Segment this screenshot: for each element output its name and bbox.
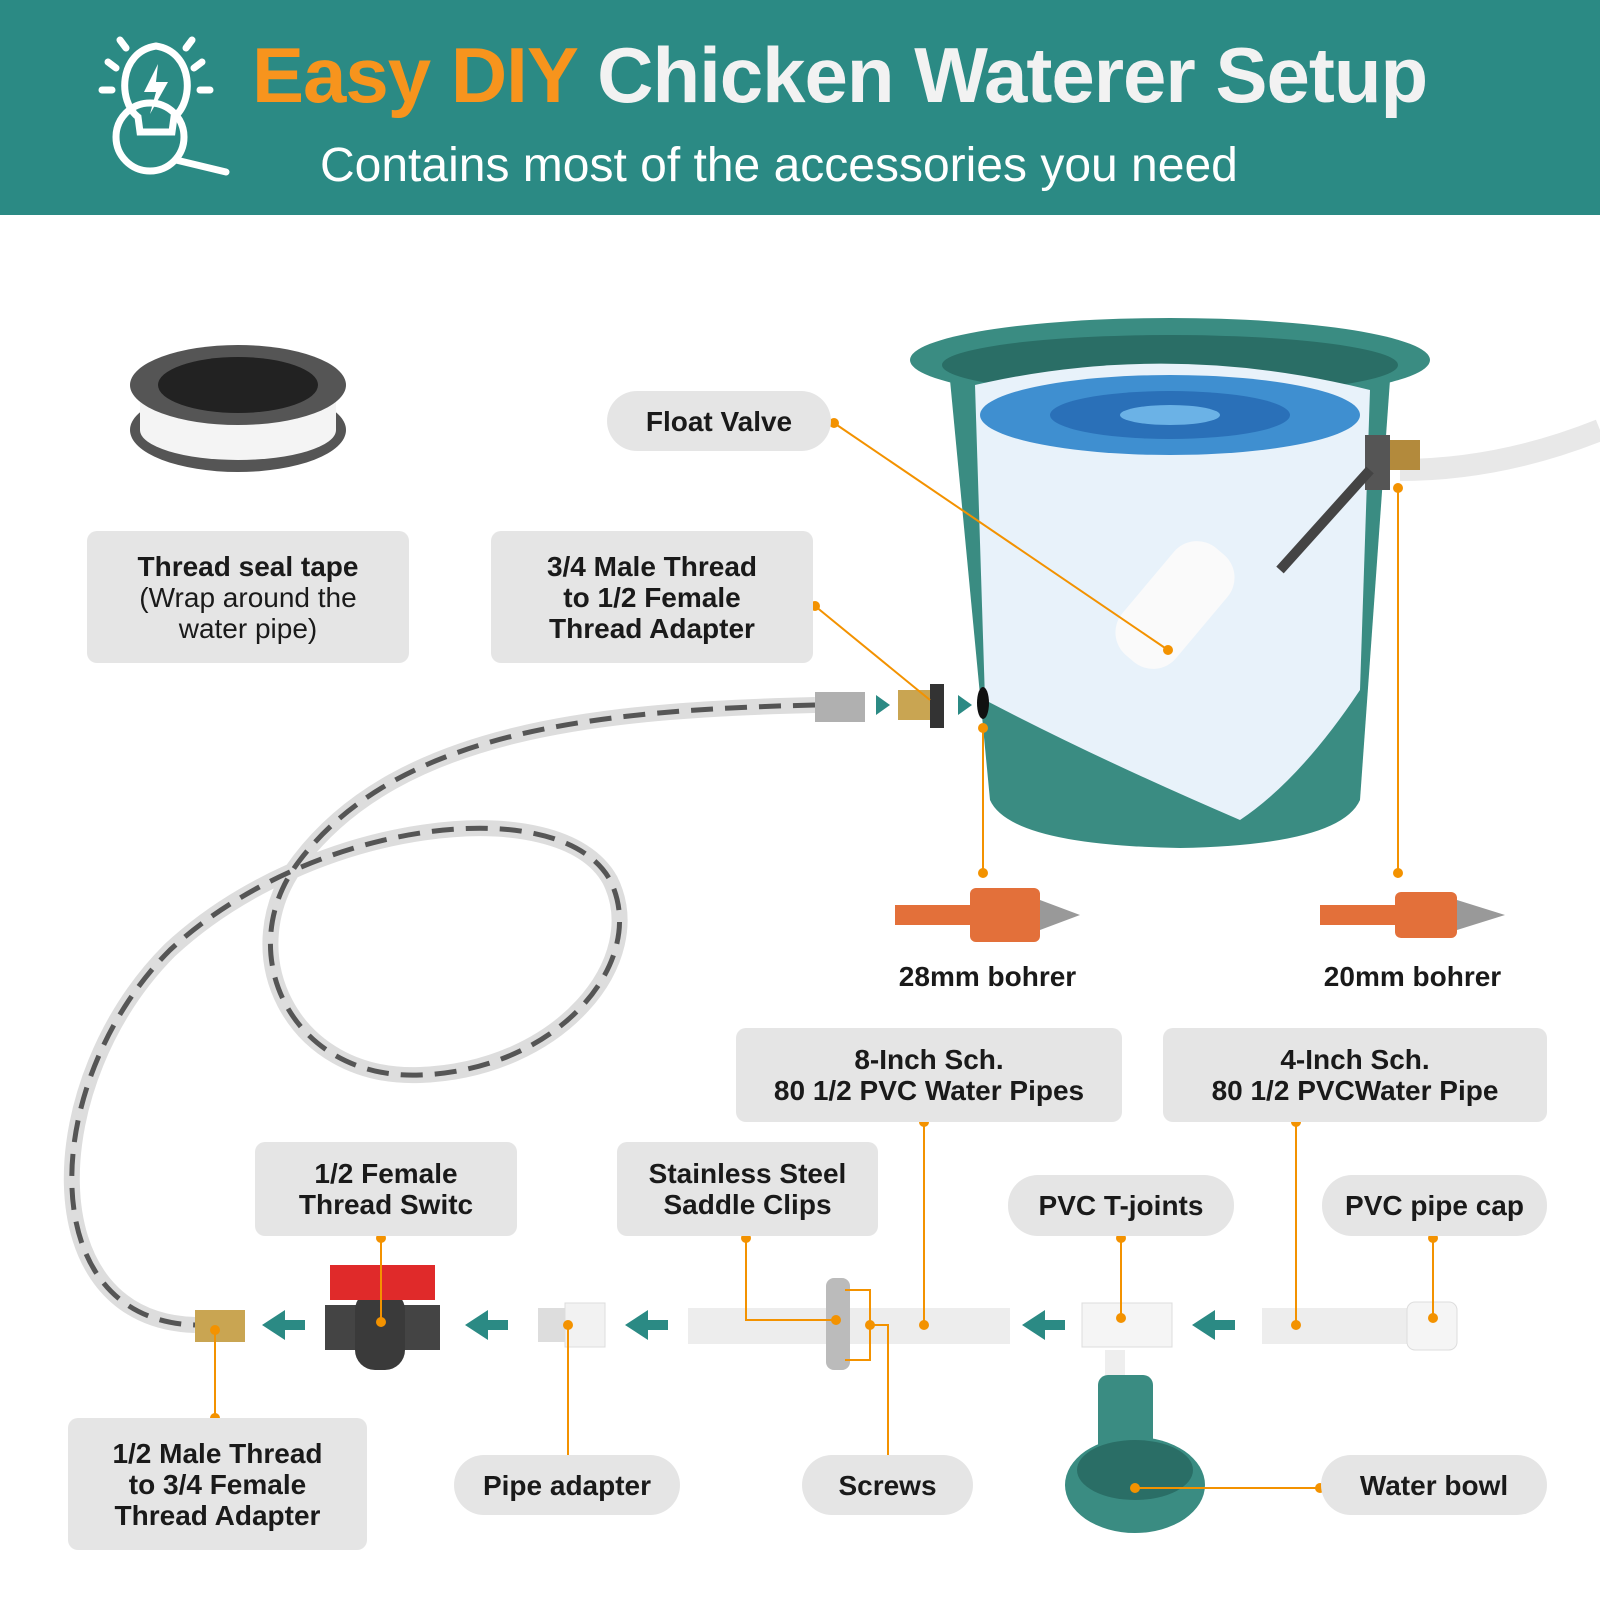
page-subtitle: Contains most of the accessories you nee… bbox=[320, 139, 1238, 192]
label-female-switch: 1/2 Female Thread Switc bbox=[255, 1142, 517, 1236]
label-text: 1/2 Male Thread bbox=[112, 1437, 323, 1469]
label-text: Thread Switc bbox=[298, 1189, 474, 1220]
label-text: 80 1/2 PVCWater Pipe bbox=[1211, 1075, 1499, 1106]
water-bowl-image bbox=[1065, 1350, 1205, 1533]
lightbulb-search-icon bbox=[98, 36, 230, 176]
label-text: 8-Inch Sch. bbox=[854, 1044, 1004, 1075]
label-text: to 1/2 Female bbox=[563, 581, 741, 613]
label-thread-seal-tape: Thread seal tape (Wrap around the water … bbox=[87, 531, 409, 663]
bucket-image bbox=[910, 318, 1600, 848]
leader-lines bbox=[214, 422, 1434, 1489]
label-text: Thread seal tape bbox=[137, 550, 359, 582]
label-float-valve: Float Valve bbox=[607, 391, 831, 451]
label-text: Pipe adapter bbox=[482, 1469, 652, 1501]
ball-valve-image bbox=[325, 1265, 440, 1370]
thread-seal-tape-image bbox=[130, 345, 346, 472]
label-note: (Wrap around the water pipe) bbox=[139, 581, 357, 644]
label-text: Water bowl bbox=[1359, 1469, 1509, 1501]
label-text: Stainless Steel bbox=[648, 1158, 847, 1189]
label-text: Saddle Clips bbox=[663, 1189, 832, 1220]
label-20mm-bit: 20mm bohrer bbox=[1278, 871, 1547, 1008]
label-t-joints: PVC T-joints bbox=[1008, 1175, 1234, 1236]
label-text: PVC pipe cap bbox=[1345, 1190, 1524, 1221]
label-4-inch-pipe: 4-Inch Sch. 80 1/2 PVCWater Pipe bbox=[1163, 1028, 1547, 1122]
title-easy: Easy bbox=[252, 31, 431, 119]
header-banner: Easy DIY Chicken Waterer Setup Contains … bbox=[0, 0, 1600, 215]
label-text: Float Valve bbox=[645, 405, 793, 437]
label-text: PVC T-joints bbox=[1038, 1190, 1204, 1221]
flow-arrows bbox=[262, 1310, 1235, 1340]
pvc-pipe-4-image bbox=[1262, 1308, 1422, 1344]
label-text: to 3/4 Female bbox=[128, 1468, 307, 1500]
label-pipe-adapter: Pipe adapter bbox=[454, 1455, 680, 1515]
label-28mm-bit: 28mm bohrer bbox=[853, 871, 1122, 1008]
label-pipe-cap: PVC pipe cap bbox=[1322, 1175, 1547, 1236]
t-joint-image bbox=[1081, 1302, 1173, 1348]
label-8-inch-pipes: 8-Inch Sch. 80 1/2 PVC Water Pipes bbox=[736, 1028, 1122, 1122]
title-diy: DIY bbox=[450, 31, 578, 119]
label-text: 3/4 Male Thread bbox=[546, 550, 758, 582]
label-text: Thread Adapter bbox=[549, 612, 755, 644]
label-text: Thread Adapter bbox=[114, 1499, 321, 1531]
label-saddle-clips: Stainless Steel Saddle Clips bbox=[617, 1142, 878, 1236]
drill-bit-28-image bbox=[895, 888, 1080, 942]
label-text: 4-Inch Sch. bbox=[1280, 1044, 1430, 1075]
label-text: 20mm bohrer bbox=[1323, 961, 1502, 992]
label-34-male-adapter: 3/4 Male Thread to 1/2 Female Thread Ada… bbox=[491, 531, 813, 663]
label-text: Screws bbox=[838, 1469, 937, 1501]
title-rest: Chicken Waterer Setup bbox=[597, 31, 1428, 119]
label-text: 1/2 Female bbox=[314, 1158, 458, 1189]
page-title: Easy DIY Chicken Waterer Setup bbox=[252, 30, 1428, 121]
adapter-12-image bbox=[195, 1310, 245, 1342]
label-water-bowl: Water bowl bbox=[1321, 1455, 1547, 1515]
label-screws: Screws bbox=[802, 1455, 973, 1515]
label-text: 28mm bohrer bbox=[898, 961, 1077, 992]
label-text: 80 1/2 PVC Water Pipes bbox=[773, 1075, 1085, 1106]
label-12-male-adapter: 1/2 Male Thread to 3/4 Female Thread Ada… bbox=[68, 1418, 367, 1550]
drill-bit-20-image bbox=[1320, 892, 1505, 938]
